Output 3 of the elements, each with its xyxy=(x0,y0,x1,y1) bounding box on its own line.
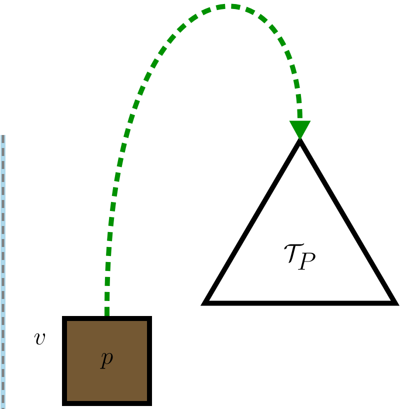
square-node: $p$ xyxy=(62,316,152,406)
node-label: $v$ xyxy=(34,333,46,345)
arrow xyxy=(104,4,311,316)
